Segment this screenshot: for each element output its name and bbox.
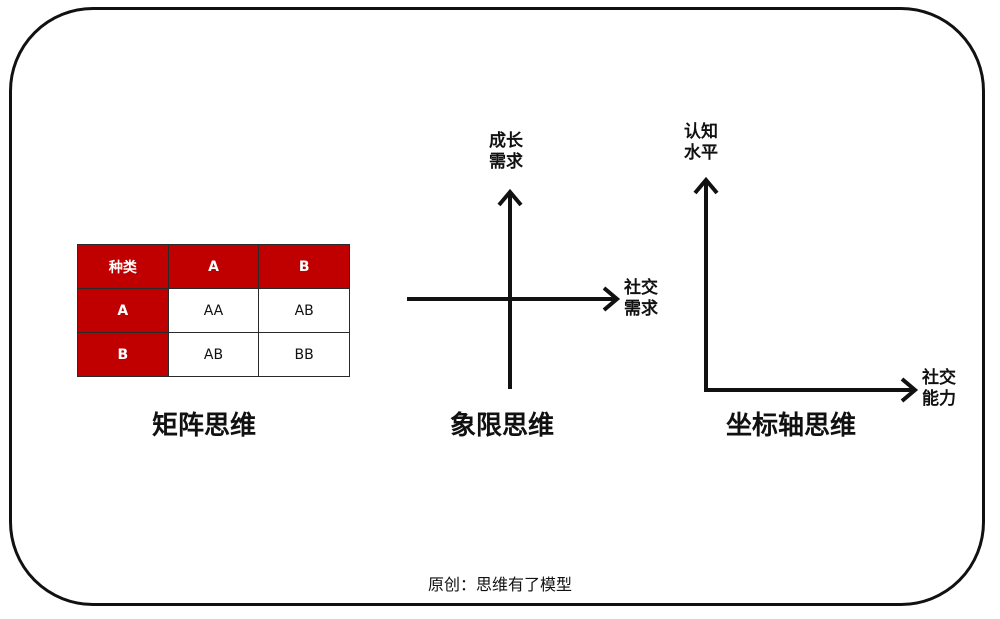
matrix-row-label: A [77, 288, 169, 333]
coordinate-axes-lines [704, 181, 914, 392]
quadrant-y-label-line: 成长 [489, 131, 523, 151]
quadrant-x-label: 社交 需求 [624, 278, 672, 320]
coordinate-x-arrowhead [900, 377, 919, 403]
rounded-frame [9, 7, 985, 606]
quadrant-y-label-line: 需求 [489, 152, 523, 172]
coordinate-y-label-line: 水平 [684, 143, 718, 163]
matrix-cell: AB [258, 288, 350, 333]
matrix-row: A AA AB [77, 288, 350, 333]
matrix-caption: 矩阵思维 [152, 411, 257, 441]
coordinate-x-label: 社交 能力 [922, 368, 970, 410]
matrix-row-label: B [77, 332, 169, 377]
quadrant-y-arrowhead [497, 188, 523, 207]
quadrant-caption: 象限思维 [450, 411, 555, 441]
coordinate-y-label: 认知 水平 [684, 122, 732, 164]
coordinate-caption: 坐标轴思维 [726, 411, 857, 441]
matrix-table: 种类 A B A AA AB B AB BB [77, 244, 350, 377]
matrix-row: B AB BB [77, 332, 350, 377]
coordinate-x-label-line: 能力 [922, 389, 956, 409]
matrix-cell: AA [167, 288, 260, 333]
quadrant-x-label-line: 需求 [624, 299, 658, 319]
coordinate-y-arrowhead [693, 176, 719, 195]
matrix-cell: AB [167, 332, 260, 377]
matrix-cell: BB [258, 332, 350, 377]
coordinate-y-label-line: 认知 [684, 122, 718, 142]
credit-text: 原创：思维有了模型 [427, 575, 572, 594]
coordinate-axes [693, 176, 919, 403]
quadrant-axes [407, 188, 621, 389]
quadrant-y-label: 成长 需求 [489, 131, 537, 173]
quadrant-x-arrowhead [602, 286, 621, 312]
coordinate-x-label-line: 社交 [922, 368, 956, 388]
quadrant-x-label-line: 社交 [624, 278, 658, 298]
